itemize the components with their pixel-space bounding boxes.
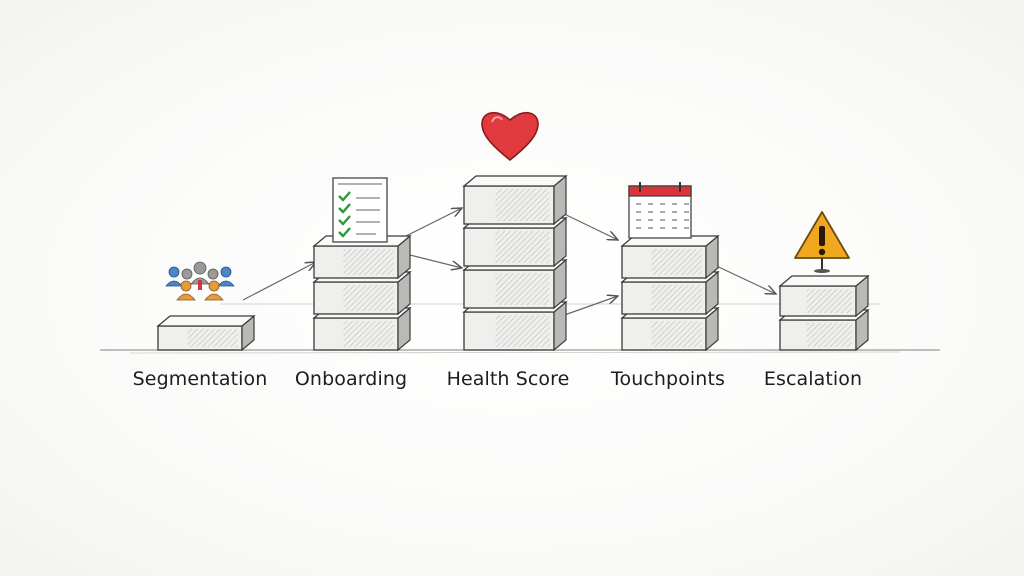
block-stack-health-score	[462, 174, 568, 352]
stage-label-onboarding: Onboarding	[294, 368, 408, 390]
block-stack-escalation	[778, 274, 870, 352]
block-stacks	[156, 174, 870, 352]
checklist-icon	[332, 177, 388, 243]
stacked-block	[620, 234, 720, 280]
stacked-block	[778, 274, 870, 318]
arrow-health-touchpoints	[555, 209, 618, 240]
stacked-block	[462, 216, 568, 268]
block-stack-segmentation	[156, 314, 256, 352]
stacked-block	[312, 270, 412, 316]
block-stack-touchpoints	[620, 234, 720, 352]
stacked-block	[462, 258, 568, 310]
stage-label-escalation: Escalation	[763, 368, 863, 390]
arrow-segmentation-onboarding	[242, 262, 316, 301]
stacked-block	[156, 314, 256, 352]
stacked-block	[462, 174, 568, 226]
block-stack-onboarding	[312, 234, 412, 352]
people-group-icon	[165, 261, 235, 301]
stage-label-segmentation: Segmentation	[132, 368, 268, 390]
warning-icon	[794, 211, 850, 273]
arrow-touchpoints-escalation	[707, 261, 776, 294]
stage-label-touchpoints: Touchpoints	[611, 368, 725, 390]
calendar-icon	[628, 182, 692, 239]
stage-label-health-score: Health Score	[446, 368, 570, 390]
heart-icon	[481, 112, 539, 162]
stacked-block	[312, 234, 412, 280]
baseline-sketch	[129, 351, 901, 354]
stacked-block	[462, 300, 568, 352]
arrow-onboarding-health-upper	[397, 208, 462, 241]
